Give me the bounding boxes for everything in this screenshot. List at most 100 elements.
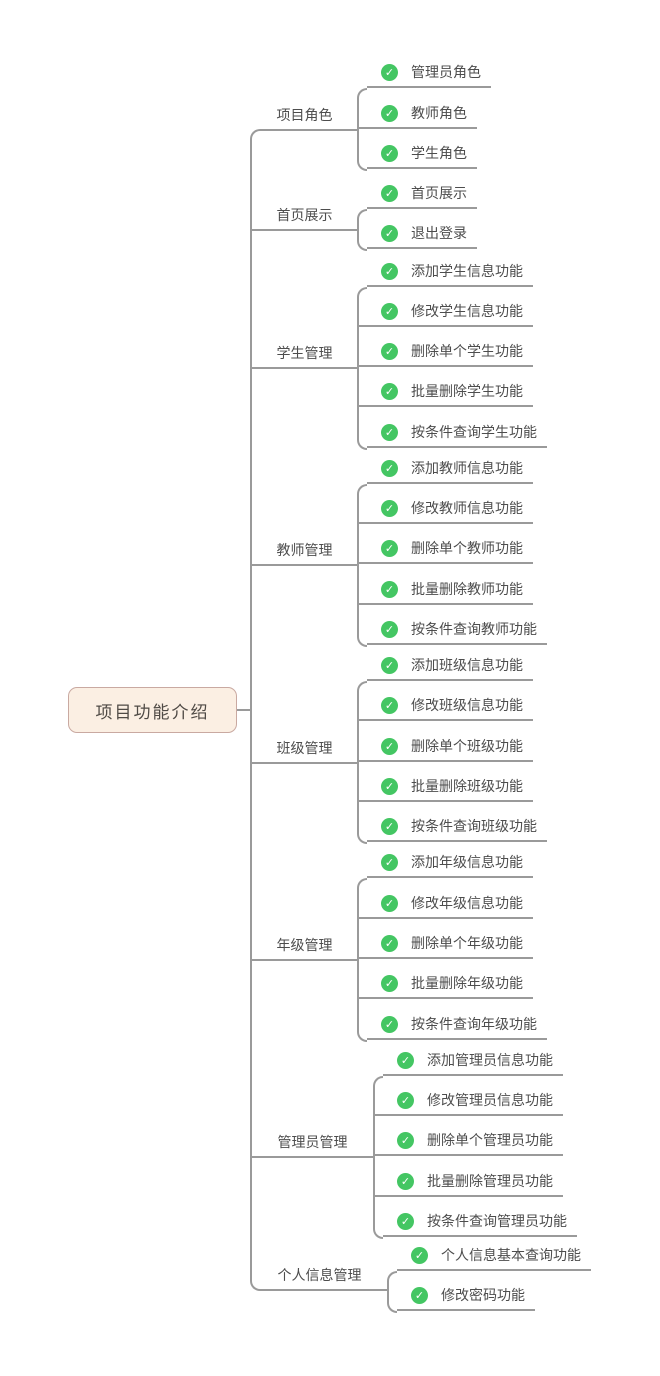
leaf-label: 修改密码功能 bbox=[441, 1287, 525, 1303]
branch-project-roles[interactable]: 项目角色 bbox=[276, 107, 333, 123]
leaf-node[interactable]: ✓ 修改教师信息功能 bbox=[357, 494, 533, 524]
leaf-label: 退出登录 bbox=[411, 225, 467, 241]
leaf-node[interactable]: ✓ 删除单个年级功能 bbox=[357, 929, 533, 959]
leaf-label: 批量删除教师功能 bbox=[411, 581, 523, 597]
connector-corner bbox=[357, 1032, 367, 1042]
leaf-label: 添加班级信息功能 bbox=[411, 657, 523, 673]
leaf-label: 添加管理员信息功能 bbox=[427, 1052, 553, 1068]
leaf-label: 按条件查询学生功能 bbox=[411, 424, 537, 440]
leaf-label: 删除单个教师功能 bbox=[411, 540, 523, 556]
connector-corner bbox=[357, 834, 367, 844]
check-icon: ✓ bbox=[381, 853, 398, 871]
leaf-label: 添加年级信息功能 bbox=[411, 854, 523, 870]
leaf-node[interactable]: ✓ 添加管理员信息功能 bbox=[383, 1046, 563, 1076]
check-icon: ✓ bbox=[381, 696, 398, 714]
trunk-line bbox=[250, 139, 252, 1281]
connector-corner bbox=[387, 1303, 397, 1313]
connector-corner bbox=[373, 1229, 383, 1239]
check-icon: ✓ bbox=[397, 1172, 414, 1190]
connector-corner bbox=[387, 1271, 397, 1281]
check-icon: ✓ bbox=[381, 894, 398, 912]
leaf-node[interactable]: ✓ 修改班级信息功能 bbox=[357, 691, 533, 721]
leaf-node[interactable]: ✓ 删除单个学生功能 bbox=[357, 337, 533, 367]
leaf-node[interactable]: ✓ 个人信息基本查询功能 bbox=[397, 1241, 591, 1271]
check-icon: ✓ bbox=[381, 934, 398, 952]
leaf-node[interactable]: ✓ 按条件查询管理员功能 bbox=[383, 1207, 577, 1237]
leaf-node[interactable]: ✓ 添加学生信息功能 bbox=[367, 257, 533, 287]
leaf-label: 修改学生信息功能 bbox=[411, 303, 523, 319]
leaf-node[interactable]: ✓ 修改年级信息功能 bbox=[357, 889, 533, 919]
check-icon: ✓ bbox=[381, 974, 398, 992]
leaf-node[interactable]: ✓ 按条件查询学生功能 bbox=[367, 418, 547, 448]
leaf-node[interactable]: ✓ 删除单个教师功能 bbox=[357, 534, 533, 564]
leaf-label: 管理员角色 bbox=[411, 64, 481, 80]
leaf-node[interactable]: ✓ 批量删除管理员功能 bbox=[373, 1167, 563, 1197]
leaf-node[interactable]: ✓ 按条件查询教师功能 bbox=[367, 615, 547, 645]
branch-admin-management[interactable]: 管理员管理 bbox=[277, 1134, 348, 1150]
check-icon: ✓ bbox=[381, 656, 398, 674]
check-icon: ✓ bbox=[381, 1015, 398, 1033]
leaf-label: 修改教师信息功能 bbox=[411, 500, 523, 516]
trunk-bottom-corner bbox=[250, 1281, 260, 1291]
leaf-node[interactable]: ✓ 添加教师信息功能 bbox=[367, 454, 533, 484]
check-icon: ✓ bbox=[381, 262, 398, 280]
leaf-node[interactable]: ✓ 删除单个班级功能 bbox=[357, 732, 533, 762]
check-icon: ✓ bbox=[381, 63, 398, 81]
leaf-node[interactable]: ✓ 学生角色 bbox=[367, 139, 477, 169]
trunk-top-corner bbox=[250, 129, 260, 139]
leaf-node[interactable]: ✓ 首页展示 bbox=[367, 179, 477, 209]
leaf-node[interactable]: ✓ 添加班级信息功能 bbox=[367, 651, 533, 681]
check-icon: ✓ bbox=[381, 539, 398, 557]
leaf-node[interactable]: ✓ 删除单个管理员功能 bbox=[373, 1126, 563, 1156]
leaf-node[interactable]: ✓ 按条件查询班级功能 bbox=[367, 812, 547, 842]
branch-underline bbox=[250, 959, 359, 961]
leaf-node[interactable]: ✓ 按条件查询年级功能 bbox=[367, 1010, 547, 1040]
leaf-label: 批量删除学生功能 bbox=[411, 383, 523, 399]
leaf-label: 按条件查询年级功能 bbox=[411, 1016, 537, 1032]
leaf-label: 批量删除班级功能 bbox=[411, 778, 523, 794]
check-icon: ✓ bbox=[397, 1091, 414, 1109]
leaf-node[interactable]: ✓ 批量删除教师功能 bbox=[357, 575, 533, 605]
connector-corner bbox=[373, 1076, 383, 1086]
leaf-node[interactable]: ✓ 修改管理员信息功能 bbox=[373, 1086, 563, 1116]
branch-underline bbox=[250, 1156, 375, 1158]
leaf-label: 删除单个学生功能 bbox=[411, 343, 523, 359]
branch-student-management[interactable]: 学生管理 bbox=[276, 345, 333, 361]
check-icon: ✓ bbox=[411, 1246, 428, 1264]
leaf-label: 批量删除管理员功能 bbox=[427, 1173, 553, 1189]
connector-line bbox=[357, 297, 359, 440]
leaf-node[interactable]: ✓ 批量删除班级功能 bbox=[357, 772, 533, 802]
leaf-label: 添加学生信息功能 bbox=[411, 263, 523, 279]
leaf-node[interactable]: ✓ 退出登录 bbox=[367, 219, 477, 249]
branch-grade-management[interactable]: 年级管理 bbox=[276, 937, 333, 953]
leaf-node[interactable]: ✓ 批量删除年级功能 bbox=[357, 969, 533, 999]
leaf-node[interactable]: ✓ 添加年级信息功能 bbox=[367, 848, 533, 878]
connector-corner bbox=[357, 287, 367, 297]
branch-class-management[interactable]: 班级管理 bbox=[276, 740, 333, 756]
leaf-node[interactable]: ✓ 管理员角色 bbox=[367, 58, 491, 88]
leaf-label: 按条件查询教师功能 bbox=[411, 621, 537, 637]
branch-personal-info-management[interactable]: 个人信息管理 bbox=[277, 1267, 362, 1283]
leaf-node[interactable]: ✓ 批量删除学生功能 bbox=[357, 377, 533, 407]
check-icon: ✓ bbox=[381, 620, 398, 638]
branch-underline bbox=[250, 564, 359, 566]
branch-home-display[interactable]: 首页展示 bbox=[276, 207, 333, 223]
root-node[interactable]: 项目功能介绍 bbox=[68, 687, 237, 733]
check-icon: ✓ bbox=[381, 144, 398, 162]
root-connector-line bbox=[237, 709, 252, 711]
leaf-label: 修改管理员信息功能 bbox=[427, 1092, 553, 1108]
branch-teacher-management[interactable]: 教师管理 bbox=[276, 542, 333, 558]
leaf-node[interactable]: ✓ 修改学生信息功能 bbox=[357, 297, 533, 327]
check-icon: ✓ bbox=[411, 1286, 428, 1304]
leaf-node[interactable]: ✓ 教师角色 bbox=[357, 99, 477, 129]
leaf-node[interactable]: ✓ 修改密码功能 bbox=[397, 1281, 535, 1311]
leaf-label: 教师角色 bbox=[411, 105, 467, 121]
branch-underline bbox=[250, 229, 359, 231]
connector-line bbox=[357, 494, 359, 637]
check-icon: ✓ bbox=[381, 224, 398, 242]
check-icon: ✓ bbox=[381, 817, 398, 835]
leaf-label: 首页展示 bbox=[411, 185, 467, 201]
leaf-label: 个人信息基本查询功能 bbox=[441, 1247, 581, 1263]
connector-corner bbox=[357, 88, 367, 98]
check-icon: ✓ bbox=[397, 1131, 414, 1149]
